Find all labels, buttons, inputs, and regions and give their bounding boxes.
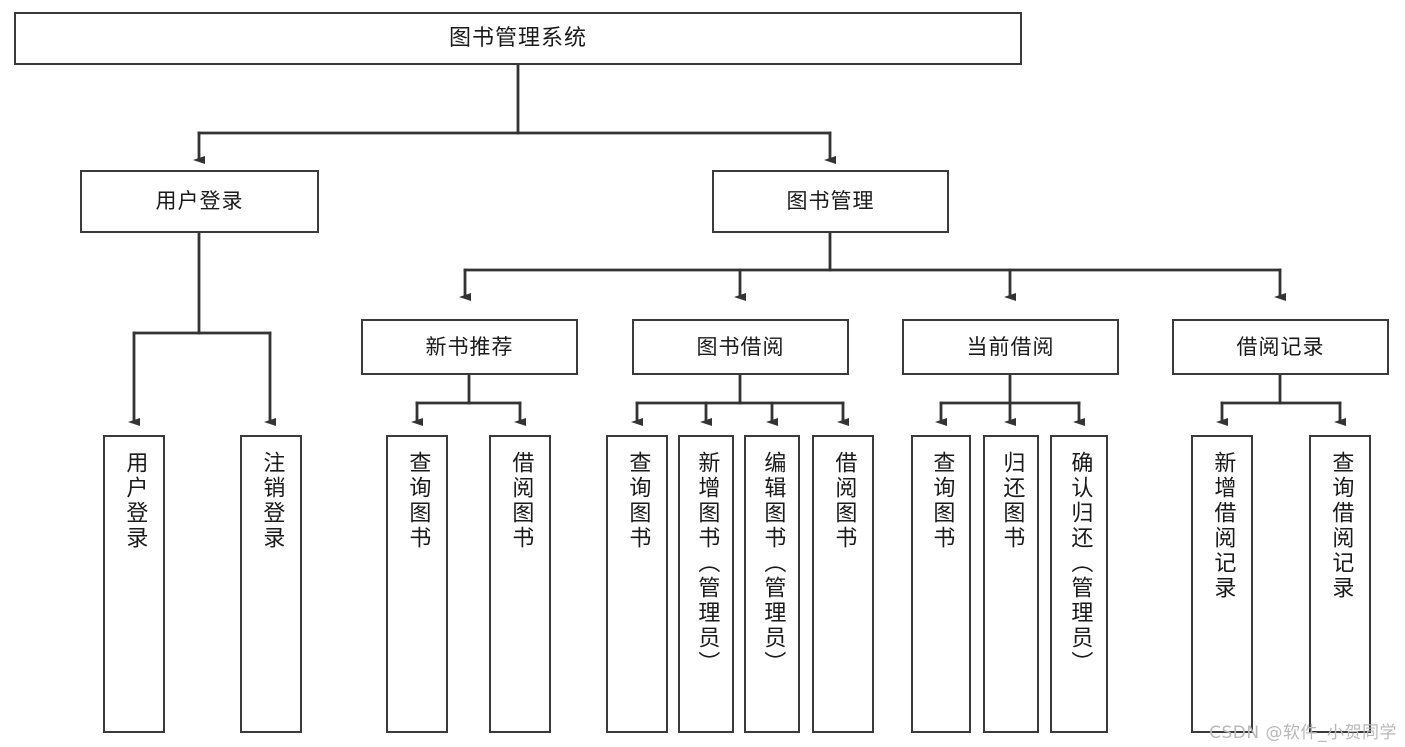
node-leaf-confirm-return-admin[interactable]: 确认归还（管理员） (1050, 435, 1108, 733)
node-leaf-query-book-3[interactable]: 查询图书 (911, 435, 971, 733)
node-leaf-query-book-1-label: 查询图书 (405, 451, 431, 551)
node-leaf-query-book-2[interactable]: 查询图书 (606, 435, 668, 733)
node-leaf-add-borrow-record-label: 新增借阅记录 (1210, 451, 1236, 601)
node-leaf-edit-book-admin[interactable]: 编辑图书（管理员） (744, 435, 800, 733)
node-leaf-add-book-admin-label: 新增图书（管理员） (694, 451, 720, 676)
node-leaf-borrow-book-1[interactable]: 借阅图书 (489, 435, 551, 733)
node-root-label: 图书管理系统 (448, 25, 587, 51)
node-leaf-query-book-1[interactable]: 查询图书 (386, 435, 448, 733)
node-leaf-query-borrow-record-label: 查询借阅记录 (1328, 451, 1354, 601)
node-leaf-return-book[interactable]: 归还图书 (983, 435, 1039, 733)
node-leaf-query-book-3-label: 查询图书 (929, 451, 955, 551)
node-root[interactable]: 图书管理系统 (14, 12, 1022, 65)
node-leaf-query-borrow-record[interactable]: 查询借阅记录 (1309, 435, 1371, 733)
watermark-text: CSDN @软件_小贺同学 (1209, 723, 1397, 743)
node-leaf-add-borrow-record[interactable]: 新增借阅记录 (1191, 435, 1253, 733)
node-leaf-edit-book-admin-label: 编辑图书（管理员） (760, 451, 786, 676)
node-new-book-recommend[interactable]: 新书推荐 (361, 319, 578, 375)
node-leaf-logout-label: 注销登录 (259, 451, 285, 551)
node-borrow-record-label: 借阅记录 (1236, 334, 1325, 359)
node-leaf-add-book-admin[interactable]: 新增图书（管理员） (678, 435, 734, 733)
node-leaf-user-login-label: 用户登录 (122, 451, 148, 551)
node-leaf-logout[interactable]: 注销登录 (240, 435, 302, 733)
node-book-management-label: 图书管理 (786, 189, 875, 214)
node-leaf-borrow-book-1-label: 借阅图书 (508, 451, 534, 551)
node-leaf-borrow-book-2[interactable]: 借阅图书 (812, 435, 874, 733)
node-book-borrow[interactable]: 图书借阅 (632, 319, 849, 375)
node-leaf-confirm-return-admin-label: 确认归还（管理员） (1067, 451, 1093, 676)
node-leaf-return-book-label: 归还图书 (999, 451, 1025, 551)
node-current-borrow[interactable]: 当前借阅 (902, 319, 1119, 375)
node-user-login[interactable]: 用户登录 (80, 170, 319, 233)
node-book-borrow-label: 图书借阅 (696, 334, 785, 359)
node-leaf-borrow-book-2-label: 借阅图书 (831, 451, 857, 551)
node-new-book-recommend-label: 新书推荐 (425, 334, 514, 359)
node-leaf-query-book-2-label: 查询图书 (625, 451, 651, 551)
node-book-management[interactable]: 图书管理 (712, 170, 949, 233)
node-user-login-label: 用户登录 (155, 189, 244, 214)
node-current-borrow-label: 当前借阅 (966, 334, 1055, 359)
node-leaf-user-login[interactable]: 用户登录 (103, 435, 165, 733)
node-borrow-record[interactable]: 借阅记录 (1172, 319, 1389, 375)
